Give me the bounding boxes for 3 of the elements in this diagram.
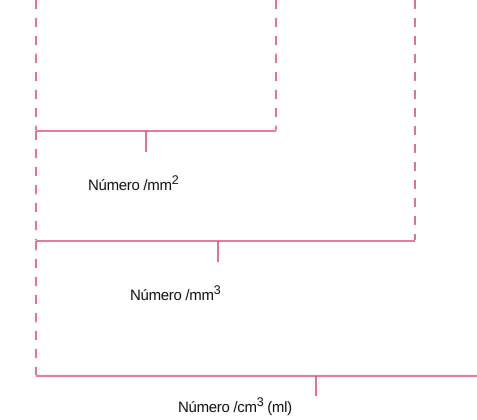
- unit-label: Número /mm$^{2}$: [88, 173, 178, 194]
- unit-label: Número /mm$^{3}$: [130, 283, 220, 304]
- unit-label: Número /cm$^{3}$ (ml): [178, 395, 292, 416]
